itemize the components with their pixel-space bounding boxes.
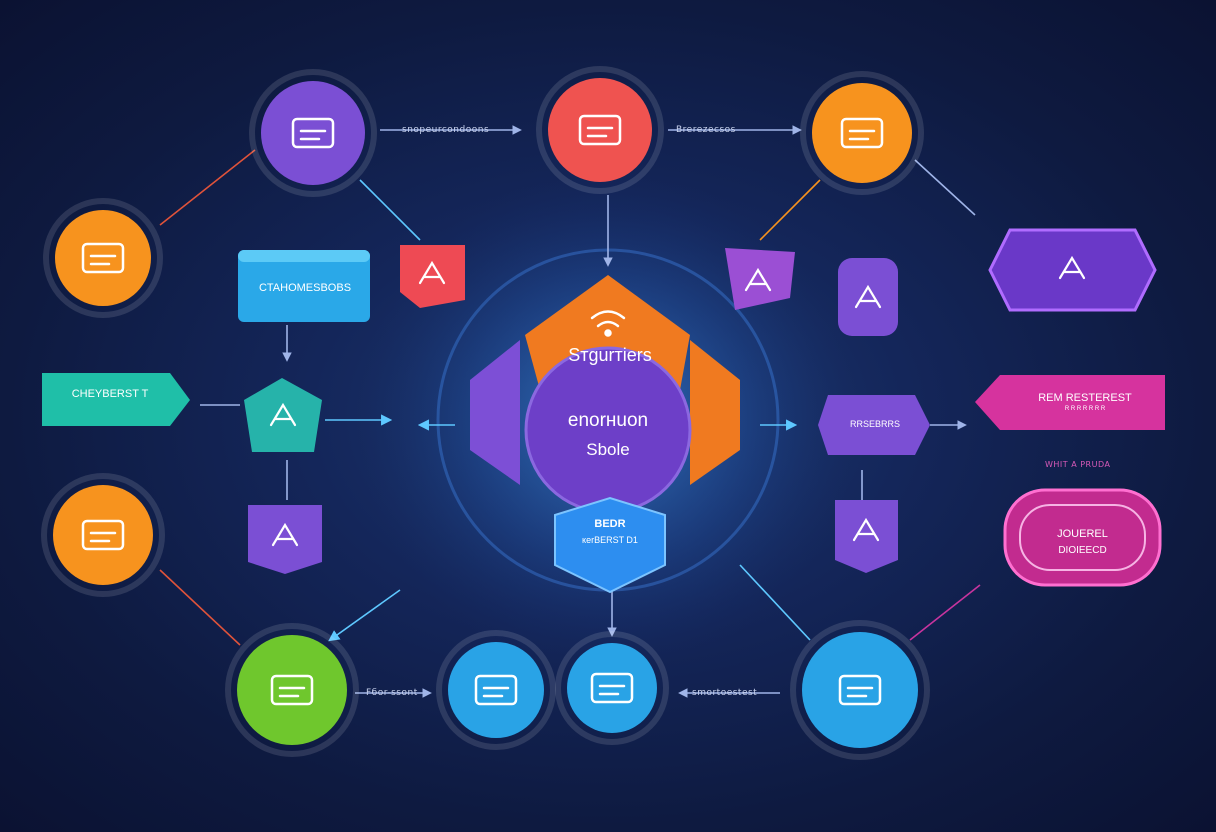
circle-node <box>800 71 924 195</box>
connector-label-bottom-left: Fбоr-ssont <box>366 688 418 698</box>
purple-tag-center-right <box>818 395 930 455</box>
hub-center-line1: enorнuon <box>567 410 649 431</box>
purple-rounded-right <box>838 258 898 336</box>
pink-arrow-label: REM RESTEREST <box>1038 392 1132 404</box>
hub-bottom-line2: кеrBERST D1 <box>582 535 638 545</box>
teal-arrow-box <box>42 373 190 426</box>
connector <box>328 589 401 642</box>
connector-label-right-small: WHIT A PRUDA <box>1045 460 1111 469</box>
magenta-pill <box>1003 488 1162 587</box>
cart-icon <box>1058 255 1086 280</box>
shoe-icon <box>269 402 297 427</box>
purple-hexagon-right <box>988 228 1157 312</box>
purple-tag-right <box>725 248 795 310</box>
connector-label-bottom-right: smortoestest <box>692 688 758 698</box>
pink-arrow-box <box>975 375 1165 430</box>
tablet-icon <box>474 674 518 706</box>
scissors-icon <box>744 267 772 292</box>
connector <box>359 179 421 241</box>
wifi-icon <box>590 310 626 337</box>
circle-node <box>536 66 664 194</box>
cyan-block <box>238 250 370 322</box>
circle-node <box>41 473 165 597</box>
teal-arrow-label: CHEYBERST T <box>71 388 149 400</box>
monitor-icon <box>838 674 882 706</box>
circle-node <box>249 69 377 197</box>
camera-icon <box>854 284 882 309</box>
hub-bottom-line1: BEDR <box>594 518 626 530</box>
connector <box>914 159 976 216</box>
cyan-block-label: CTAHOMESBOBS <box>258 282 352 294</box>
circle-node <box>790 620 930 760</box>
connector <box>159 149 256 226</box>
megaphone-icon <box>271 522 299 547</box>
hub-center-line2: Sbole <box>586 440 630 459</box>
magenta-pill-line2: DIOIEECD <box>1058 545 1107 556</box>
circle-node <box>555 631 669 745</box>
connector-label-top-right: Brerezecsos <box>676 125 736 135</box>
circle-node <box>436 630 556 750</box>
purple-badge-right <box>835 500 898 573</box>
connector <box>159 569 241 646</box>
pink-arrow-sublabel: R R R R R R R <box>1064 406 1106 412</box>
magenta-pill-line1: JOUEREL <box>1057 528 1108 540</box>
connector <box>909 584 981 641</box>
basket-icon <box>81 242 125 274</box>
hub-hexagon-left <box>470 340 520 485</box>
stack-icon <box>270 674 314 706</box>
car-icon <box>81 519 125 551</box>
connector <box>739 564 811 641</box>
teal-pentagon <box>244 378 322 452</box>
briefcase-icon <box>840 117 884 149</box>
connector <box>759 179 821 241</box>
inbox-icon <box>291 117 335 149</box>
hub-hexagon-right <box>690 340 740 485</box>
connector-label-top-left: snopeurcondoons <box>402 125 490 135</box>
hub-top-label: Sтgurтiers <box>568 345 652 365</box>
hub-hexagon-bottom <box>554 496 666 594</box>
circle-node <box>225 623 359 757</box>
circle-node <box>43 198 163 318</box>
cart-icon <box>578 114 622 146</box>
pen-icon <box>418 260 446 285</box>
purple-tag-label: RRSEBRRS <box>849 419 900 429</box>
printer-icon <box>590 672 634 704</box>
robot-icon <box>852 517 880 542</box>
